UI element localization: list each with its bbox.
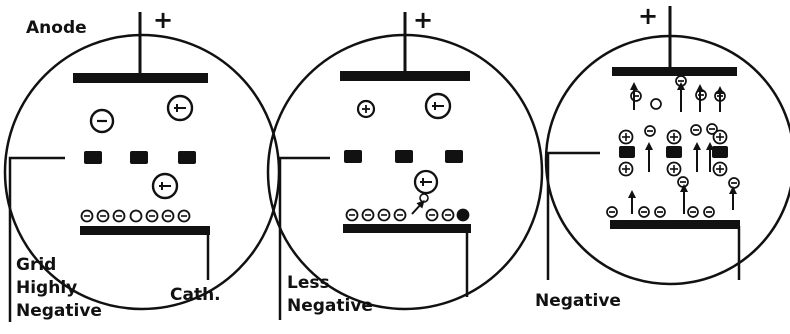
caption-line-2: Negative	[287, 296, 373, 316]
cathode-plate	[80, 226, 210, 235]
cathode-electron-row	[80, 209, 191, 223]
cathode-plate	[343, 224, 471, 233]
grid-label-line-3: Negative	[16, 301, 102, 321]
anode-plate	[340, 71, 470, 81]
ion-electron-pair	[424, 92, 452, 120]
cathode-electron-row	[606, 206, 715, 218]
caption-line-1: Less	[287, 273, 330, 293]
anode-plate	[612, 67, 737, 76]
grid-wire	[619, 146, 635, 158]
grid-wire	[395, 150, 413, 163]
ion-electron-pair	[166, 94, 194, 122]
ion-electron-pair	[413, 169, 439, 195]
anode-plus-sign: +	[153, 6, 174, 34]
grid-wire	[712, 146, 728, 158]
anode-plate	[73, 73, 208, 83]
cathode-electron-row	[345, 208, 470, 222]
positive-ion-cluster	[618, 129, 728, 177]
grid-wire	[445, 150, 463, 163]
ion-electron-pair	[151, 172, 179, 200]
grid-wire	[178, 151, 196, 164]
panel-3-negative	[544, 6, 790, 286]
anode-plus-sign: +	[413, 6, 434, 34]
grid-lead	[546, 151, 600, 280]
panel-2-less-negative	[266, 12, 544, 320]
cathode-label: Cath.	[170, 285, 221, 305]
positive-ion	[356, 99, 376, 119]
anode-label: Anode	[26, 18, 87, 38]
anode-plus-sign: +	[638, 2, 659, 30]
grid-wire	[84, 151, 102, 164]
grid-lead	[8, 156, 65, 322]
panel-1-highly-negative	[3, 12, 281, 322]
electron	[89, 108, 115, 134]
grid-label-line-1: Grid	[16, 255, 57, 275]
grid-wire	[344, 150, 362, 163]
grid-lead	[278, 156, 330, 320]
cathode-plate	[610, 220, 740, 229]
caption: Negative	[535, 291, 621, 311]
grid-wire	[130, 151, 148, 164]
electron-path-arrow	[411, 200, 425, 215]
electron-cluster	[630, 75, 740, 189]
grid-wire	[666, 146, 682, 158]
grid-label-line-2: Highly	[16, 278, 78, 298]
